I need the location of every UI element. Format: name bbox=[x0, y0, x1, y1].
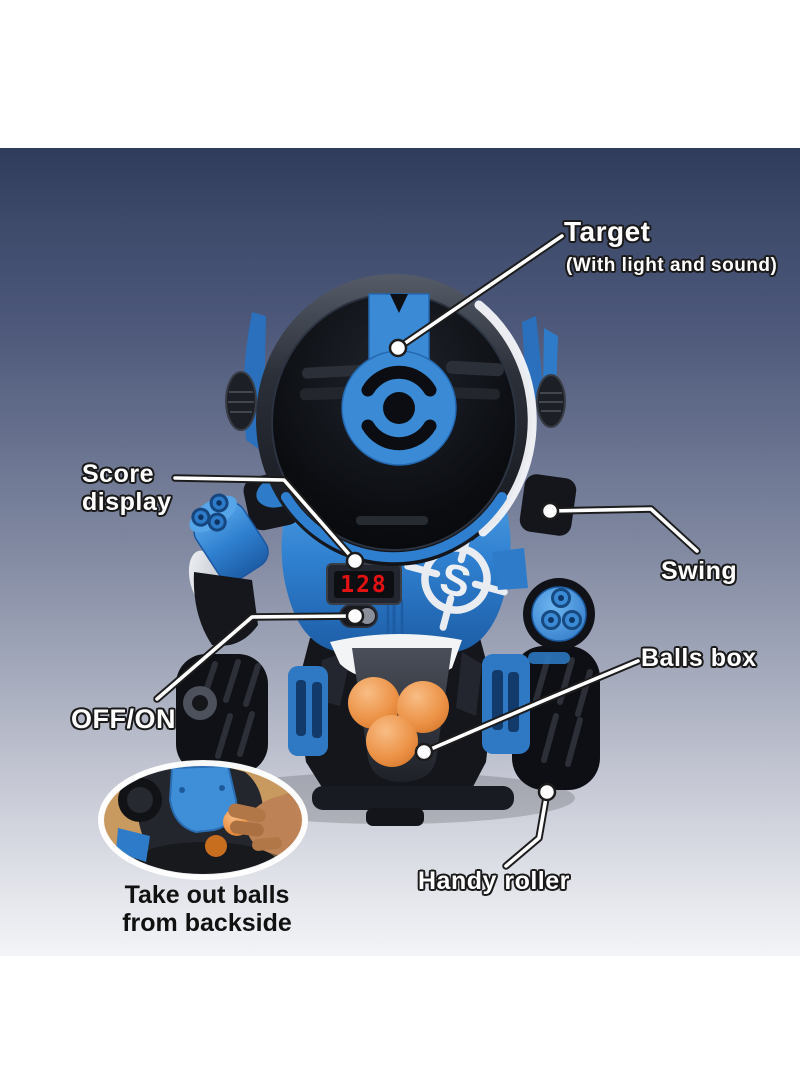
head bbox=[225, 274, 566, 566]
score-display-label: Score display bbox=[82, 460, 172, 516]
target-center bbox=[383, 392, 415, 424]
score-display: 128 bbox=[326, 563, 402, 605]
right-leg-panel bbox=[482, 654, 530, 754]
swing-label: Swing bbox=[661, 557, 738, 585]
fist-nozzles bbox=[541, 588, 582, 630]
off-on-label: OFF/ON bbox=[71, 704, 176, 734]
inset-photo bbox=[98, 760, 308, 880]
offon-line bbox=[155, 614, 357, 701]
score-line bbox=[173, 476, 357, 563]
left-leg-panel bbox=[288, 666, 328, 756]
target-dot bbox=[388, 338, 408, 358]
helmet-blue-rim bbox=[281, 492, 507, 563]
inset-hand bbox=[246, 786, 303, 856]
balls-line bbox=[422, 659, 640, 754]
score-display-value: 128 bbox=[340, 572, 388, 598]
hand-nozzles bbox=[191, 493, 229, 532]
target-line bbox=[396, 234, 564, 350]
inset-caption: Take out balls from backside bbox=[87, 881, 327, 937]
inset-caption-line2: from backside bbox=[122, 909, 292, 937]
inset-caption-line1: Take out balls bbox=[124, 881, 290, 909]
swing-line bbox=[548, 507, 699, 553]
offon-dot bbox=[345, 606, 365, 626]
helmet-highlight bbox=[474, 300, 537, 537]
roller-dot bbox=[537, 782, 557, 802]
callout-lines bbox=[153, 232, 701, 870]
ball-2 bbox=[397, 681, 449, 733]
ball-3 bbox=[366, 715, 418, 767]
left-tread bbox=[176, 654, 268, 774]
target-assembly bbox=[341, 293, 457, 466]
roller-line bbox=[504, 790, 549, 868]
robot-illustration: S 128 bbox=[98, 232, 701, 880]
balls-dot bbox=[414, 742, 434, 762]
right-arm bbox=[492, 474, 595, 650]
balls-box-label: Balls box bbox=[641, 644, 757, 672]
score-dot bbox=[345, 551, 365, 571]
right-tread bbox=[512, 646, 600, 790]
swing-dot bbox=[540, 501, 560, 521]
orange-balls bbox=[348, 677, 449, 767]
handy-roller-label: Handy roller bbox=[418, 867, 570, 895]
target-label: Target bbox=[564, 216, 651, 247]
target-sublabel: (With light and sound) bbox=[566, 255, 778, 276]
bottom-skid bbox=[312, 786, 514, 810]
